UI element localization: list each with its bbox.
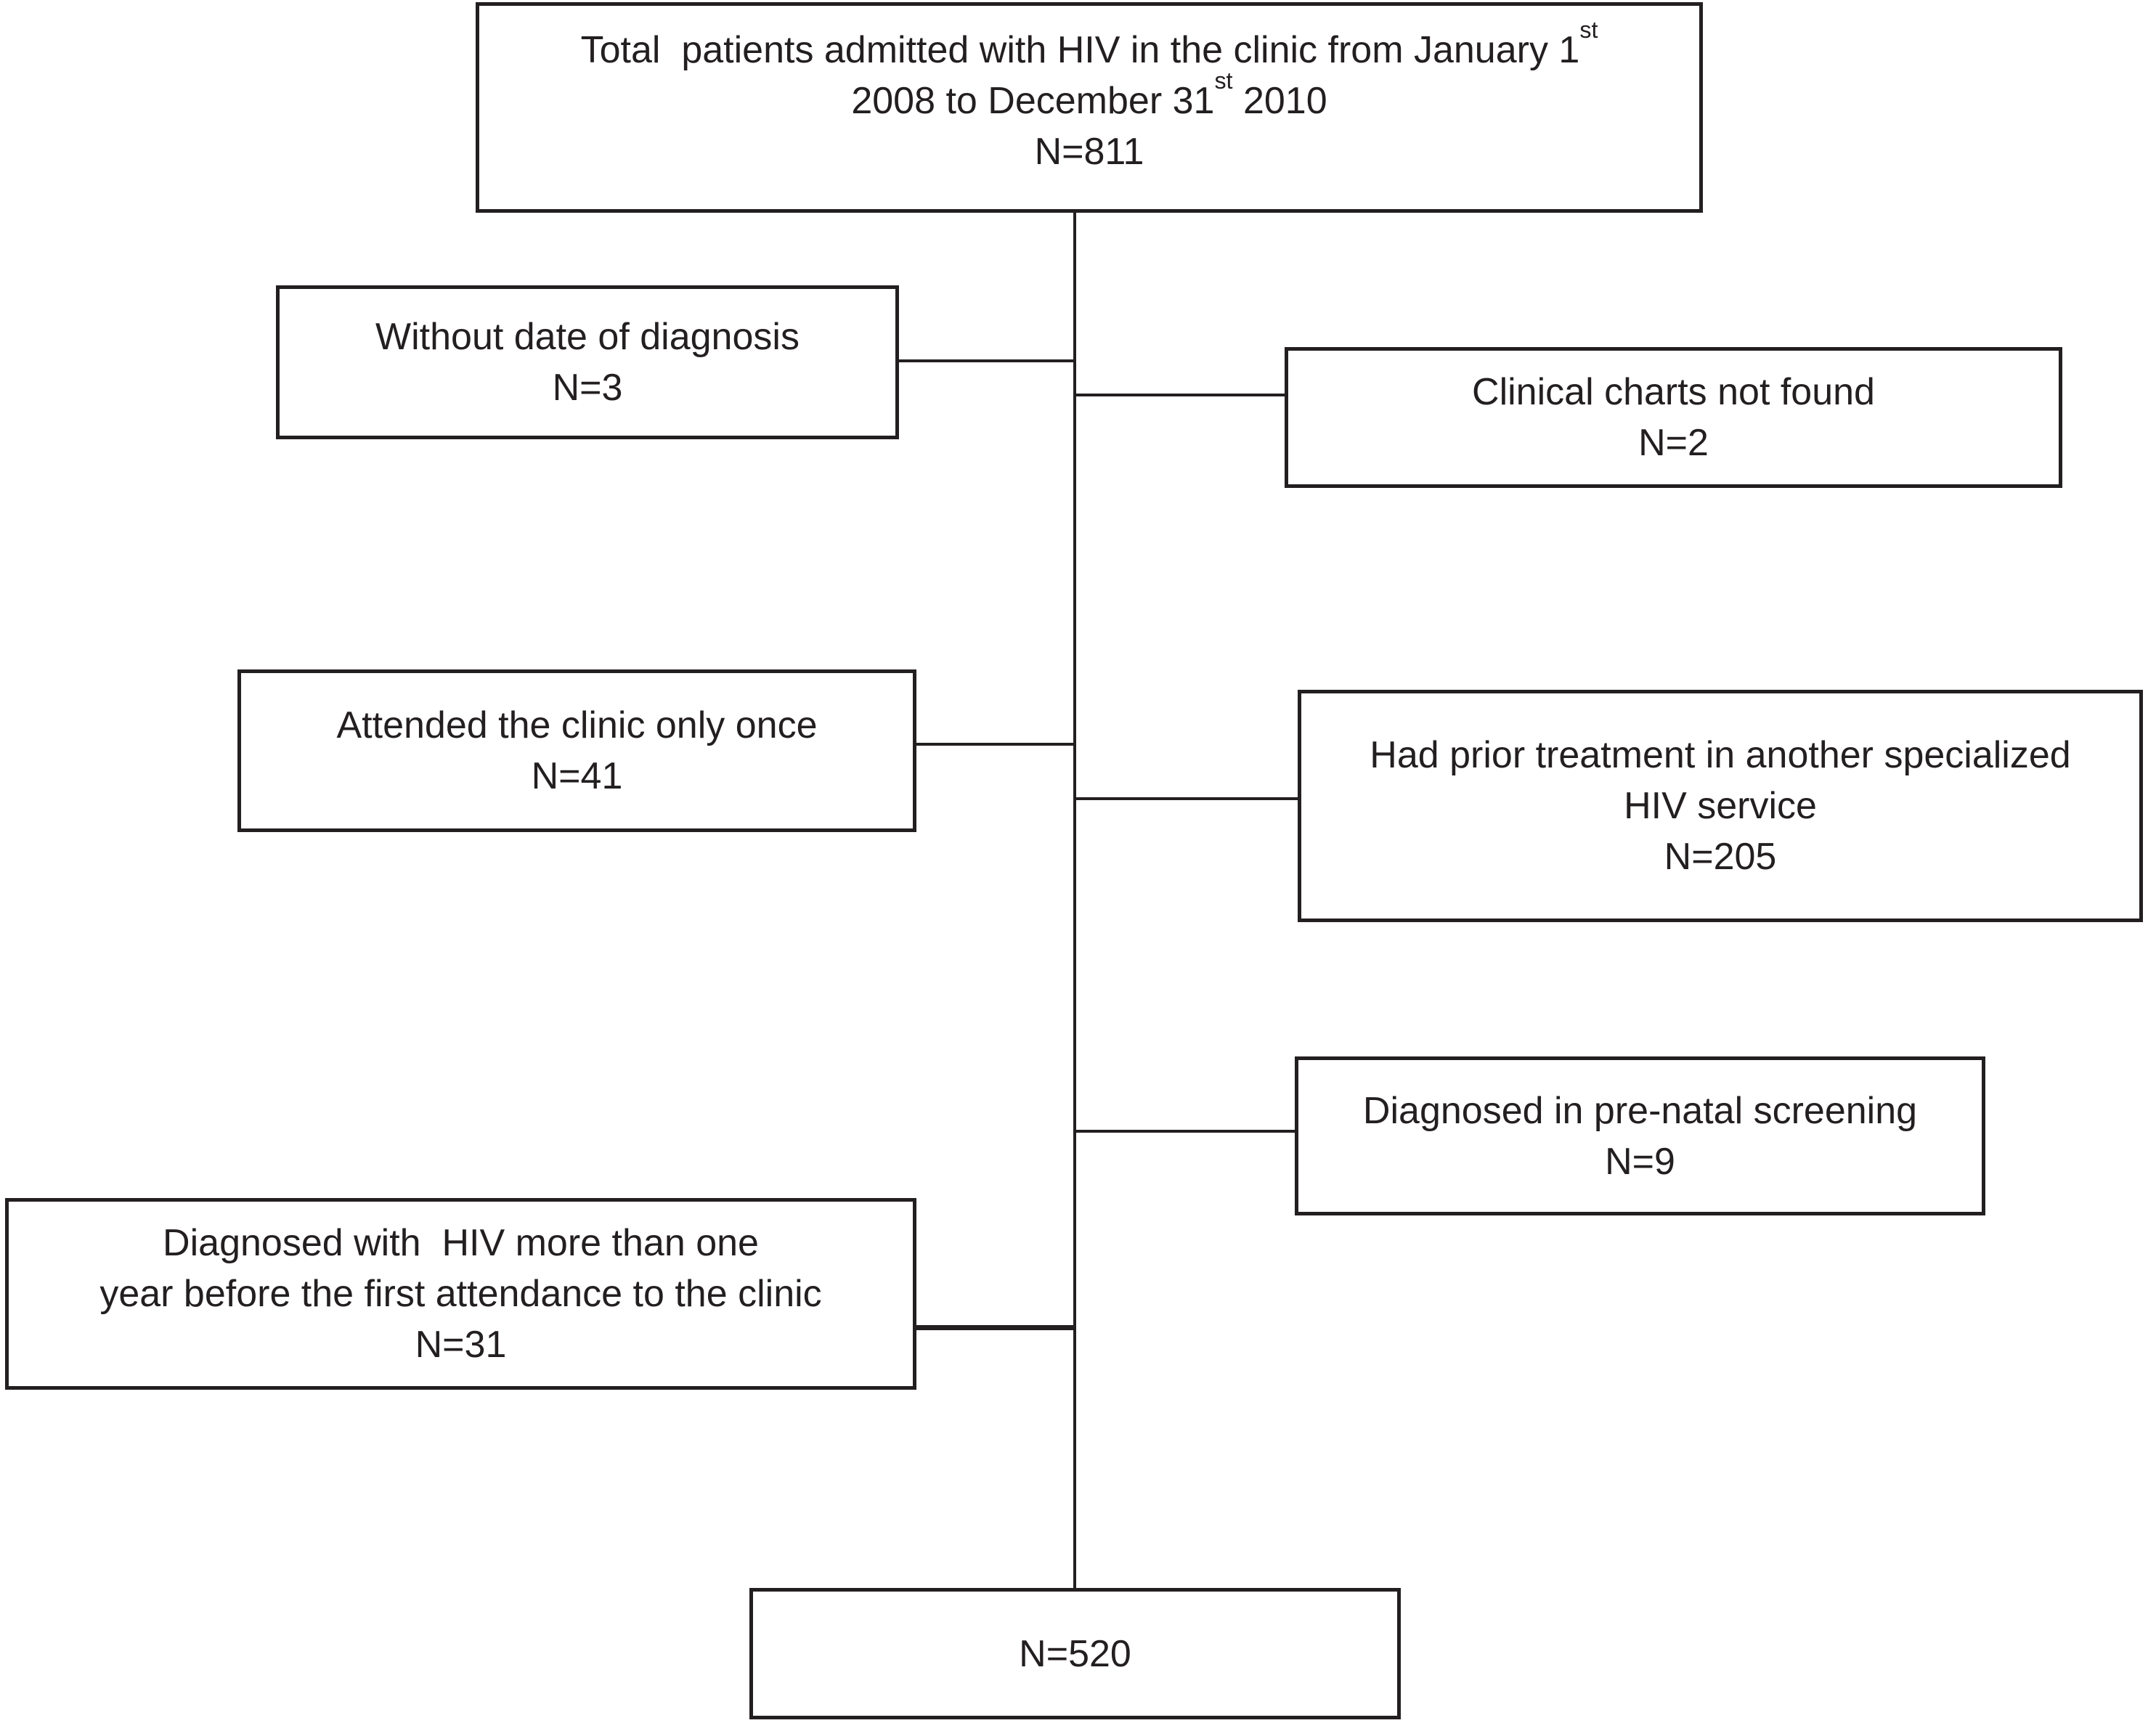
connector-late-diagnosis (915, 1325, 1075, 1330)
box-final-cohort: N=520 (749, 1588, 1401, 1719)
ordinal-superscript: st (1214, 67, 1233, 94)
box-diagnosed-prenatal-screening: Diagnosed in pre-natal screening N=9 (1295, 1056, 1985, 1215)
box-diagnosed-more-than-one-year-before: Diagnosed with HIV more than one year be… (5, 1198, 916, 1390)
box-text-line: Diagnosed with HIV more than one (163, 1222, 759, 1264)
box-clinical-charts-not-found: Clinical charts not found N=2 (1285, 347, 2062, 488)
box-count: N=3 (552, 367, 623, 409)
box-count: N=41 (531, 755, 623, 797)
box-text-line: year before the first attendance to the … (99, 1273, 822, 1315)
box-count: N=811 (1034, 131, 1144, 173)
connector-attended-once (915, 743, 1075, 746)
box-without-date-of-diagnosis: Without date of diagnosis N=3 (276, 285, 899, 439)
box-text-line: Had prior treatment in another specializ… (1370, 734, 2071, 776)
box-count: N=9 (1605, 1140, 1675, 1183)
connector-prenatal (1075, 1130, 1296, 1133)
box-text-line: HIV service (1624, 785, 1817, 827)
box-text-line: Total patients admitted with HIV in the … (580, 16, 1598, 71)
box-text-line: Attended the clinic only once (336, 704, 818, 746)
box-count: N=520 (1019, 1632, 1131, 1675)
box-text-line: 2008 to December 31st 2010 (851, 67, 1327, 122)
connector-prior-treatment (1075, 797, 1299, 800)
ordinal-superscript: st (1579, 16, 1598, 43)
box-text-line: Clinical charts not found (1472, 371, 1875, 413)
box-total-patients: Total patients admitted with HIV in the … (476, 2, 1703, 213)
box-count: N=2 (1638, 422, 1709, 464)
box-attended-clinic-only-once: Attended the clinic only once N=41 (237, 669, 916, 832)
box-count: N=31 (415, 1324, 507, 1366)
connector-no-date (899, 359, 1075, 362)
box-text-line: Without date of diagnosis (375, 316, 800, 358)
connector-charts-not-found (1075, 394, 1286, 396)
box-count: N=205 (1664, 836, 1777, 878)
box-text-line: Diagnosed in pre-natal screening (1362, 1089, 1918, 1132)
main-vertical-line (1073, 211, 1076, 1590)
box-prior-treatment-other-hiv-service: Had prior treatment in another specializ… (1298, 690, 2143, 922)
